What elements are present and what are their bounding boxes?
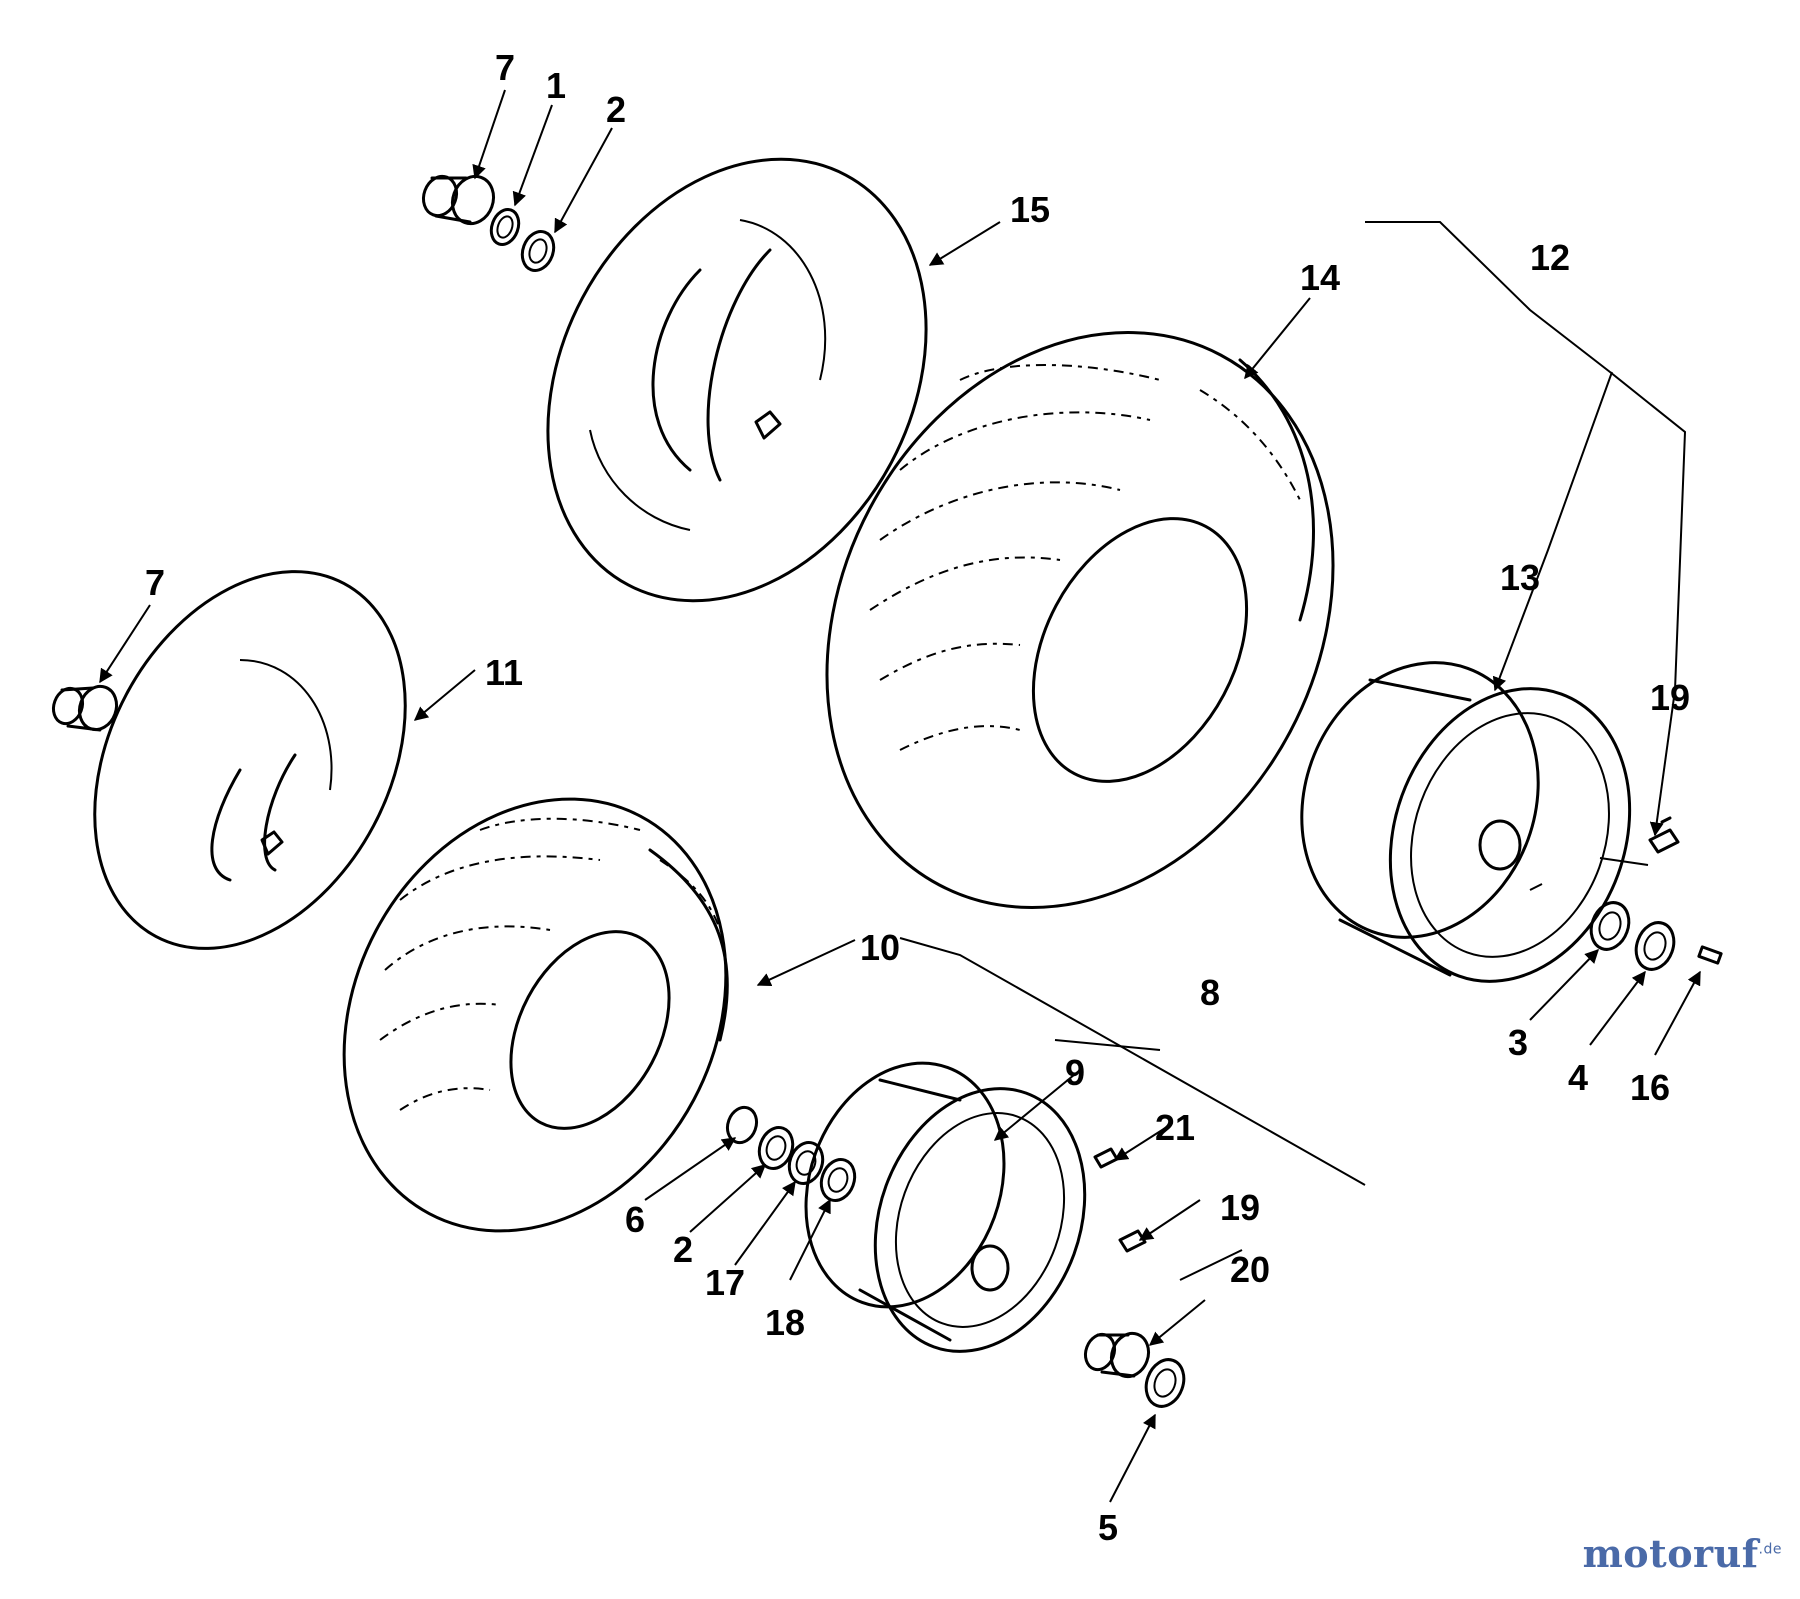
bushing-upper	[421, 174, 496, 226]
bushing-lower-left	[51, 684, 119, 732]
callout-2-upper: 2	[606, 89, 626, 130]
callout-6: 6	[625, 1199, 645, 1240]
tire-upper	[825, 331, 1335, 909]
callout-17: 17	[705, 1262, 745, 1303]
callout-1: 1	[546, 65, 566, 106]
callout-4: 4	[1568, 1057, 1588, 1098]
tire-lower	[342, 797, 729, 1233]
callout-2-lower: 2	[673, 1229, 693, 1270]
retaining-ring-upper	[489, 208, 521, 246]
washer-4	[1634, 921, 1676, 971]
inner-tube-lower	[93, 570, 407, 950]
callout-18: 18	[765, 1302, 805, 1343]
callout-5: 5	[1098, 1507, 1118, 1548]
callout-16: 16	[1630, 1067, 1670, 1108]
callout-20: 20	[1230, 1249, 1270, 1290]
callout-7-upper: 7	[495, 47, 515, 88]
valve-stem-lower	[1118, 1229, 1147, 1253]
valve-stem-upper	[1648, 816, 1680, 854]
callout-labels: 7 1 2 15 14 12 13 19 7 11 10 8 9 21 19 2…	[145, 47, 1690, 1548]
washer-6	[725, 1105, 759, 1145]
watermark-suffix: .de	[1758, 1541, 1782, 1558]
callout-12: 12	[1530, 237, 1570, 278]
callout-8: 8	[1200, 972, 1220, 1013]
callout-19-upper: 19	[1650, 677, 1690, 718]
wheel-rim-lower	[804, 1061, 1087, 1353]
bearing-3	[1589, 901, 1631, 951]
callout-14: 14	[1300, 257, 1340, 298]
washer-17	[787, 1141, 825, 1185]
callout-11: 11	[485, 652, 523, 693]
callout-7-lower: 7	[145, 562, 165, 603]
fitting-21	[1093, 1147, 1119, 1169]
callout-13: 13	[1500, 557, 1540, 598]
pin-16	[1697, 945, 1723, 965]
callout-9: 9	[1065, 1052, 1085, 1093]
callout-10: 10	[860, 927, 900, 968]
inner-tube-upper	[546, 157, 928, 603]
bearing-5	[1144, 1358, 1186, 1408]
leader-lines	[99, 89, 1701, 1503]
watermark-text: motoruf	[1582, 1531, 1759, 1576]
washer-2-lower	[757, 1126, 795, 1170]
washer-18	[819, 1158, 857, 1202]
bushing-20	[1083, 1331, 1151, 1379]
callout-15: 15	[1010, 189, 1050, 230]
watermark-logo: motoruf.de	[1583, 1531, 1782, 1576]
callout-21: 21	[1155, 1107, 1195, 1148]
washer-upper	[520, 230, 556, 272]
wheel-rim-upper	[1300, 661, 1632, 983]
callout-3: 3	[1508, 1022, 1528, 1063]
callout-19-lower: 19	[1220, 1187, 1260, 1228]
